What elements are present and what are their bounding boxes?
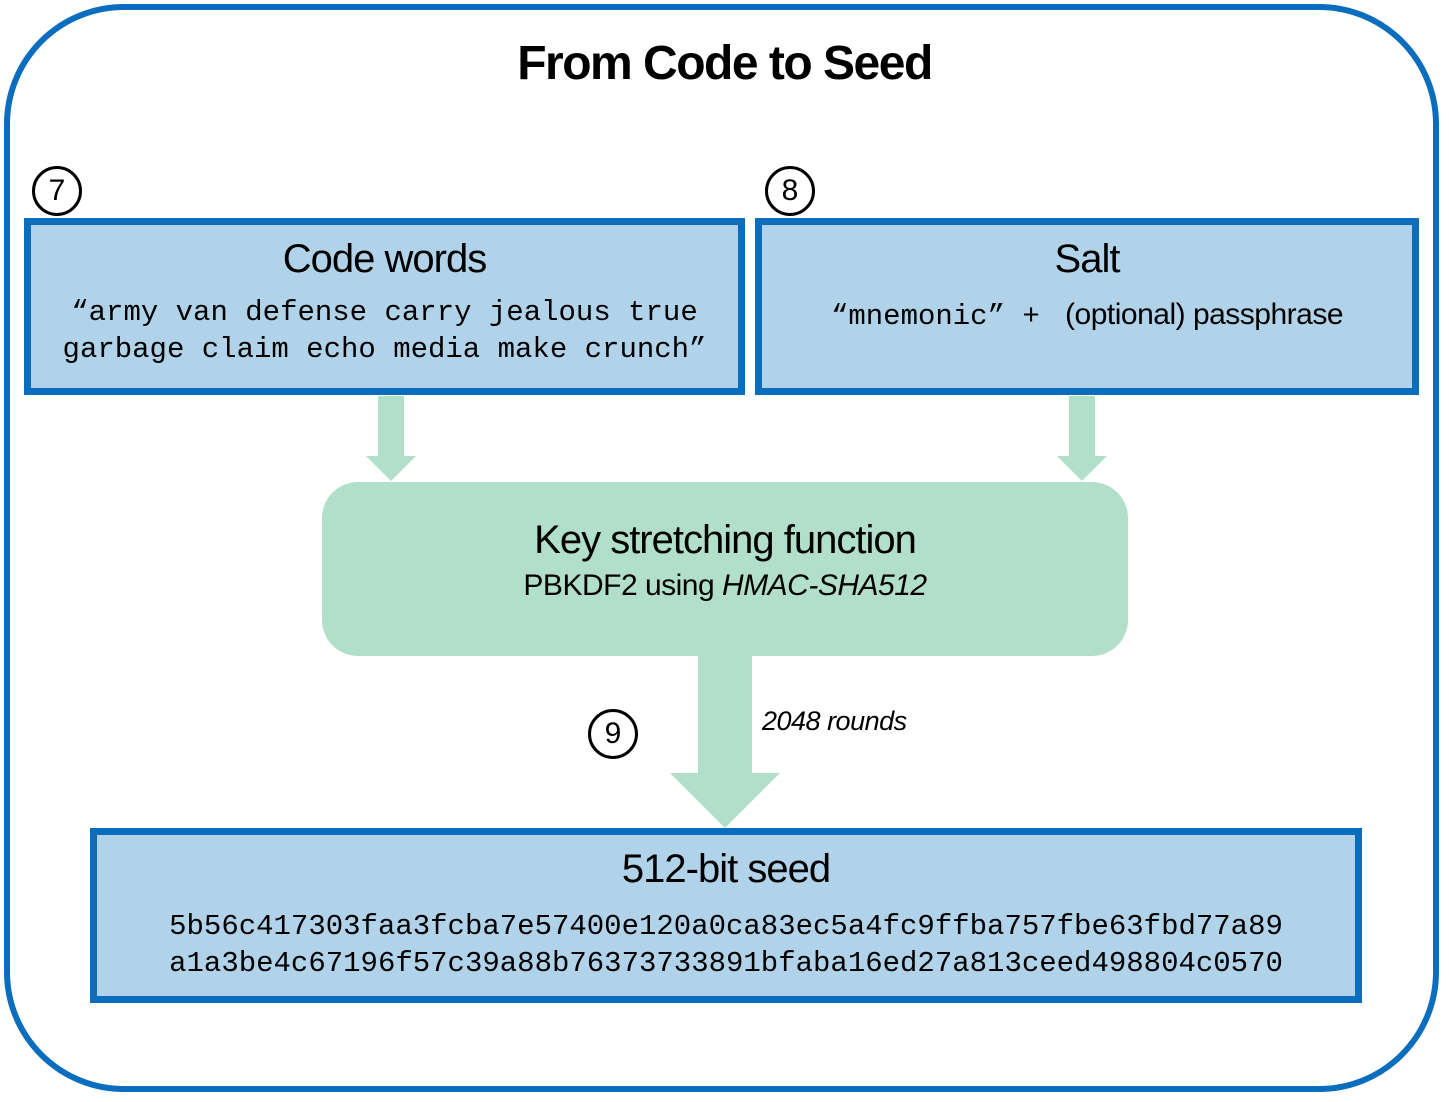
diagram-title: From Code to Seed [517, 37, 933, 90]
rounds-label: 2048 rounds [762, 706, 907, 736]
salt-value: “mnemonic” + (optional) passphrase [762, 298, 1412, 333]
code-words-line-1: “army van defense carry jealous true [71, 296, 698, 329]
step-number-9: 9 [588, 709, 638, 759]
diagram-frame [4, 4, 1439, 1092]
code-words-heading: Code words [282, 237, 487, 281]
kdf-subtitle: PBKDF2 using HMAC-SHA512 [322, 569, 1128, 603]
salt-mnemonic-text: “mnemonic” + [830, 300, 1058, 333]
salt-heading: Salt [1054, 237, 1121, 281]
seed-line-2: a1a3be4c67196f57c39a88b76373733891bfaba1… [169, 947, 1283, 980]
salt-passphrase-text: (optional) passphrase [1057, 298, 1344, 331]
key-stretching-box: Key stretching function PBKDF2 using HMA… [322, 482, 1128, 656]
seed-line-1: 5b56c417303faa3fcba7e57400e120a0ca83ec5a… [169, 910, 1283, 943]
code-words-line-2: garbage claim echo media make crunch” [62, 333, 707, 366]
kdf-heading: Key stretching function [534, 518, 917, 562]
seed-box: 512-bit seed 5b56c417303faa3fcba7e57400e… [90, 828, 1362, 1003]
step-number-8: 8 [765, 166, 815, 216]
arrow-kdf-to-seed [670, 656, 780, 828]
arrow-salt-to-kdf [1057, 396, 1107, 481]
kdf-subtitle-italic: HMAC-SHA512 [722, 569, 927, 602]
arrow-code-words-to-kdf [366, 396, 416, 481]
salt-box: Salt “mnemonic” + (optional) passphrase [755, 218, 1419, 395]
step-number-7: 7 [32, 166, 82, 216]
code-words-box: Code words “army van defense carry jealo… [24, 218, 745, 395]
seed-heading: 512-bit seed [621, 847, 831, 891]
kdf-subtitle-prefix: PBKDF2 using [523, 569, 723, 602]
